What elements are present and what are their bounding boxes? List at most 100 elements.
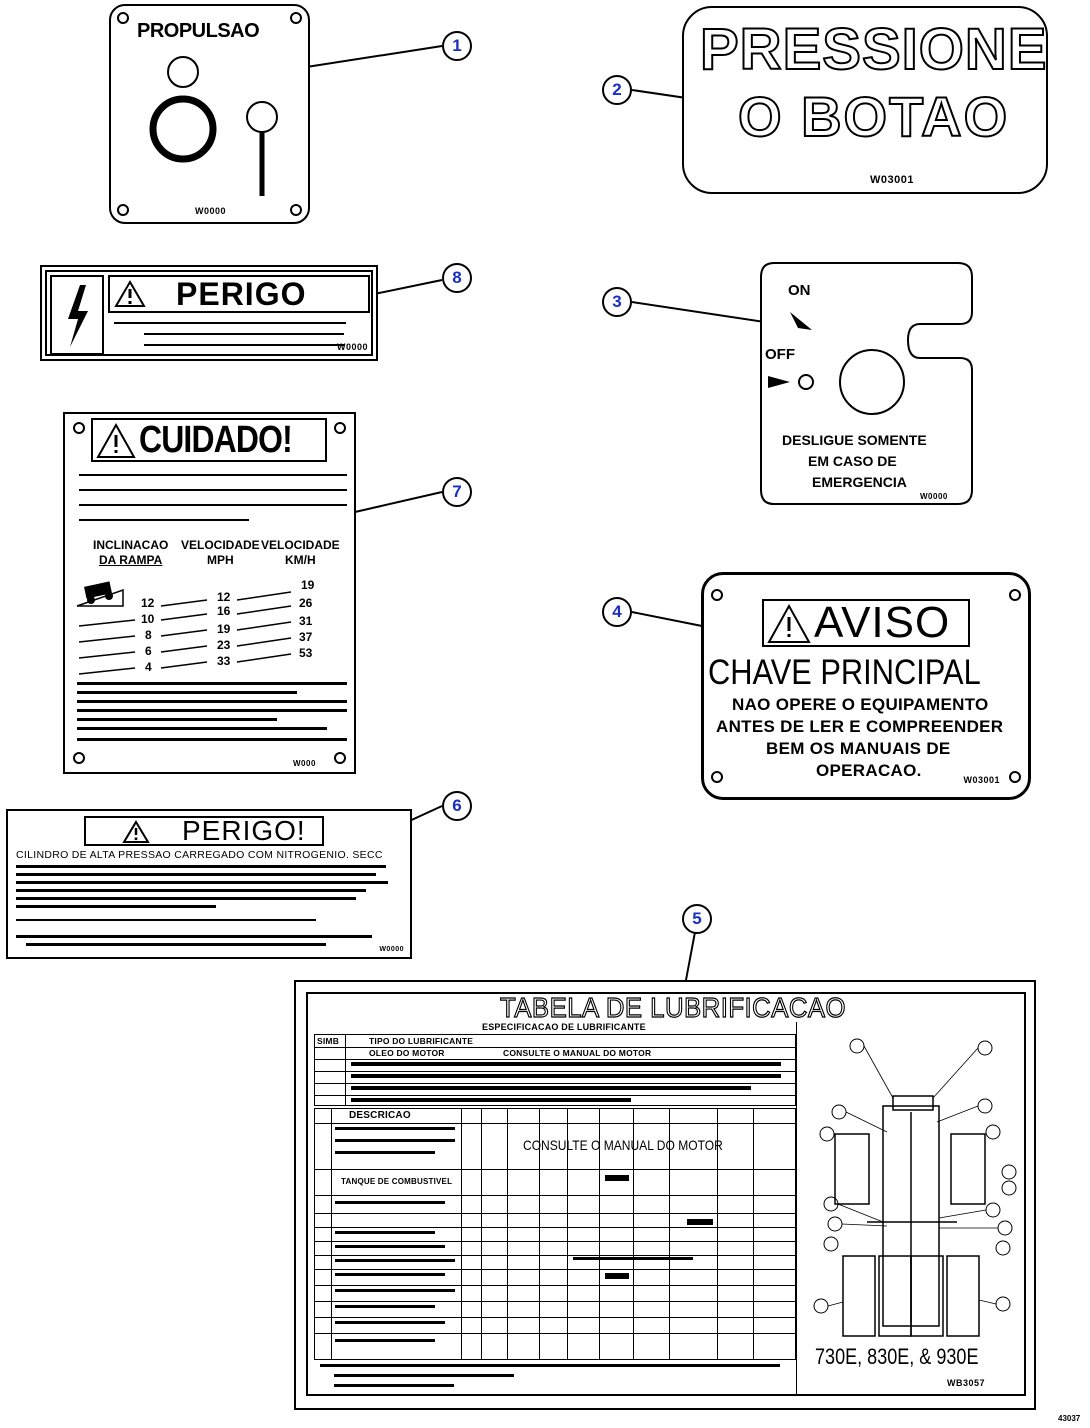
warning-line-5: OPERACAO.	[816, 761, 922, 780]
mount-hole	[73, 422, 85, 434]
grade-header-line-2: DA RAMPA	[99, 553, 163, 567]
callout-8: 8	[442, 263, 472, 293]
lubricant-spec-table: SIMB TIPO DO LUBRIFICANTE OLEO DO MOTOR …	[314, 1034, 796, 1106]
inner-frame	[45, 270, 373, 356]
callout-3: 3	[602, 287, 632, 317]
kmh-value: 26	[299, 596, 313, 610]
mount-hole	[117, 12, 129, 24]
column-header-grade: INCLINACAO DA RAMPA	[93, 538, 168, 568]
decal-line-2: O BOTAO	[737, 85, 1010, 148]
part-number: WB3057	[947, 1378, 986, 1388]
part-number: W000	[293, 759, 316, 768]
mph-header-line-1: VELOCIDADE	[181, 538, 260, 552]
warning-line-3: ANTES DE LER E COMPREENDER	[716, 717, 1004, 736]
callout-1: 1	[442, 31, 472, 61]
mount-hole	[1009, 589, 1021, 601]
decal-heading: CUIDADO!	[139, 419, 293, 461]
warning-line-1: CILINDRO DE ALTA PRESSAO CARREGADO COM N…	[16, 849, 383, 861]
spec-row-engine-oil: OLEO DO MOTOR	[369, 1048, 445, 1058]
spec-col-symbol: SIMB	[317, 1036, 340, 1046]
truck-lube-points-panel: 730E, 830E, & 930E WB3057	[796, 1022, 1027, 1396]
mph-header-line-2: MPH	[207, 553, 234, 567]
spec-col-type: TIPO DO LUBRIFICANTE	[369, 1036, 474, 1046]
part-number: W0000	[195, 206, 227, 216]
decal-line-1: PRESSIONE	[699, 17, 1048, 82]
grid-fuel-tank: TANQUE DE COMBUSTIVEL	[341, 1177, 453, 1186]
grade-value: 4	[145, 660, 152, 674]
kmh-value: 19	[301, 578, 315, 592]
warning-triangle-icon	[96, 422, 136, 458]
warning-line-4: BEM OS MANUAIS DE	[766, 739, 951, 758]
mph-value: 19	[217, 622, 231, 636]
off-label: OFF	[765, 346, 795, 363]
footnote-block	[314, 1362, 794, 1392]
decal-heading: PERIGO	[176, 276, 307, 312]
chart-title: TABELA DE LUBRIFICACAO	[499, 992, 847, 1023]
kmh-value: 37	[299, 630, 313, 644]
mount-hole	[290, 204, 302, 216]
column-header-mph: VELOCIDADE MPH	[181, 538, 260, 568]
kmh-header-line-1: VELOCIDADE	[261, 538, 340, 552]
mph-value: 12	[217, 590, 231, 604]
decal-aviso-chave-principal: AVISO CHAVE PRINCIPAL NAO OPERE O EQUIPA…	[701, 572, 1031, 800]
decal-heading: AVISO	[814, 598, 951, 647]
decal-title: PROPULSAO	[137, 20, 260, 42]
warning-text-block	[79, 472, 347, 528]
mount-hole	[1009, 771, 1021, 783]
mount-hole	[711, 771, 723, 783]
kmh-value: 31	[299, 614, 313, 628]
grade-value: 10	[141, 612, 155, 626]
mount-hole	[334, 752, 346, 764]
grade-value: 6	[145, 644, 152, 658]
kmh-header-line-2: KM/H	[285, 553, 316, 567]
mount-hole	[73, 752, 85, 764]
main-switch-line: CHAVE PRINCIPAL	[708, 653, 981, 692]
part-number: W0000	[379, 946, 404, 953]
fine-print-block	[77, 680, 347, 746]
propulsion-lever-icon	[149, 56, 278, 196]
part-number: W03001	[963, 775, 1000, 785]
mph-value: 23	[217, 638, 231, 652]
sheet-id: 43037	[1058, 1414, 1081, 1423]
heading-box	[84, 816, 324, 846]
heading-box	[762, 599, 970, 647]
heading-box	[91, 418, 327, 462]
callout-2: 2	[602, 75, 632, 105]
mph-value: 33	[217, 654, 231, 668]
fine-print-block	[16, 863, 396, 951]
spec-row-engine-manual: CONSULTE O MANUAL DO MOTOR	[503, 1048, 652, 1058]
mount-hole	[711, 589, 723, 601]
grade-value: 8	[145, 628, 152, 642]
mount-hole	[334, 422, 346, 434]
part-number: W0000	[336, 342, 368, 352]
on-label: ON	[788, 282, 811, 299]
kmh-value: 53	[299, 646, 313, 660]
decal-perigo-nitrogen: PERIGO! CILINDRO DE ALTA PRESSAO CARREGA…	[6, 809, 412, 959]
instruction-line-2: EM CASO DE	[808, 453, 897, 469]
decal-pressione-o-botao: PRESSIONE O BOTAO W03001	[682, 6, 1048, 194]
grid-col-description: DESCRICAO	[349, 1110, 411, 1121]
callout-7: 7	[442, 477, 472, 507]
part-number: W0000	[920, 492, 948, 501]
warning-triangle-icon	[114, 280, 146, 307]
part-number: W03001	[870, 174, 914, 186]
column-header-kmh: VELOCIDADE KM/H	[261, 538, 340, 568]
inner-frame	[306, 992, 1026, 1396]
truck-models-label: 730E, 830E, & 930E	[815, 1344, 979, 1369]
instruction-line-3: EMERGENCIA	[812, 474, 907, 490]
decal-cuidado-grade-speed: CUIDADO! INCLINACAO DA RAMPA VELOCIDADE …	[63, 412, 356, 774]
mount-hole	[290, 12, 302, 24]
decal-lubrication-chart: TABELA DE LUBRIFICACAO ESPECIFICACAO DE …	[294, 980, 1036, 1410]
haul-truck-on-grade-icon	[76, 581, 124, 607]
mount-hole	[117, 204, 129, 216]
grade-value: 12	[141, 596, 155, 610]
warning-triangle-icon	[767, 603, 811, 643]
heading-box	[108, 275, 370, 313]
callout-4: 4	[602, 597, 632, 627]
chart-subtitle: ESPECIFICACAO DE LUBRIFICANTE	[482, 1022, 646, 1032]
callout-5: 5	[682, 904, 712, 934]
callout-6: 6	[442, 791, 472, 821]
warning-triangle-icon	[122, 820, 150, 843]
decal-heading: PERIGO!	[182, 815, 306, 846]
